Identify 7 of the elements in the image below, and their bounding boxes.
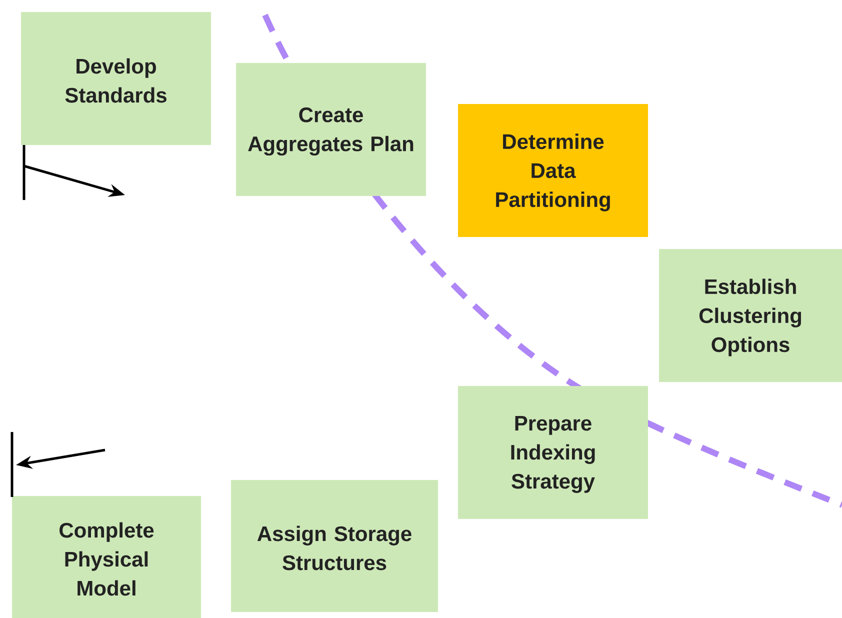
- process-box: Assign Storage Structures: [231, 480, 438, 612]
- process-box: Prepare Indexing Strategy: [458, 386, 648, 519]
- process-box: Create Aggregates Plan: [236, 63, 426, 196]
- process-box: Develop Standards: [21, 12, 211, 145]
- process-box: Establish Clustering Options: [659, 249, 842, 382]
- process-box: Determine Data Partitioning: [458, 104, 648, 237]
- process-box: Complete Physical Model: [12, 496, 201, 618]
